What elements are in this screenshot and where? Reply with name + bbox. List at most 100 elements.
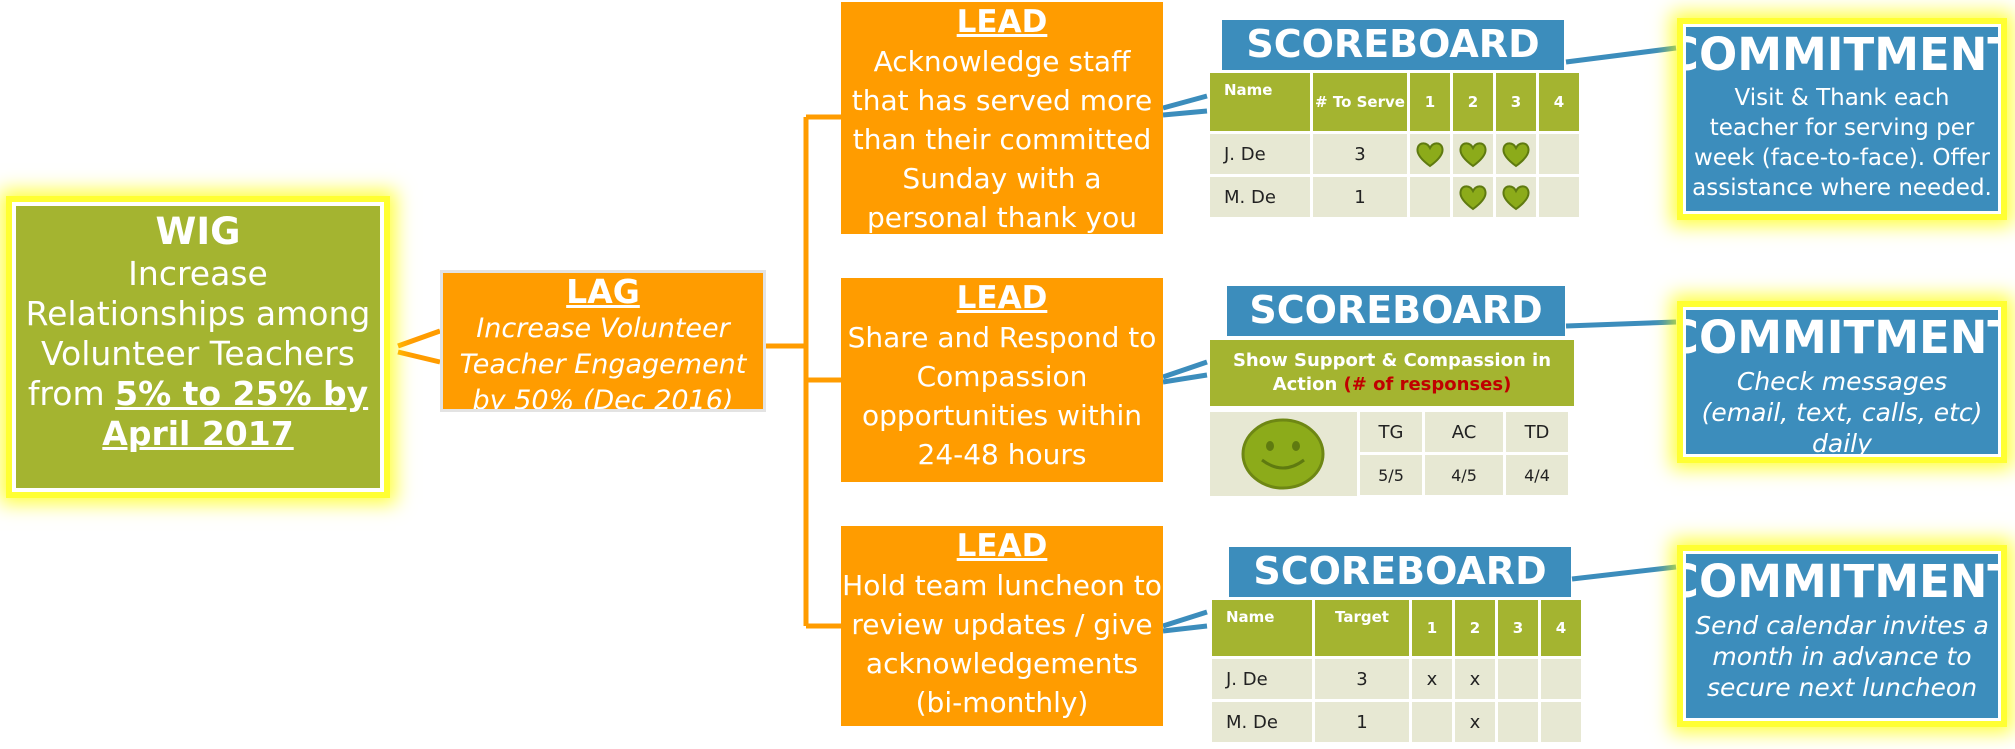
commitment-text: Visit & Thank each teacher for serving p… [1692, 85, 1992, 201]
lag-box: LAG Increase Volunteer Teacher Engagemen… [440, 270, 766, 412]
mark-cell [1453, 177, 1493, 217]
lag-text: Increase Volunteer Teacher Engagement by… [459, 313, 747, 412]
scoreboard-2-header-highlight: (# of responses) [1343, 374, 1512, 395]
mark-cell [1496, 177, 1536, 217]
column-header: 2 [1453, 73, 1493, 131]
column-header: Name [1212, 600, 1312, 656]
heart-icon [1459, 185, 1487, 211]
lead-text: Share and Respond to Compassion opportun… [847, 321, 1157, 471]
column-header: Name [1210, 73, 1310, 131]
value-cell: 5/5 [1360, 455, 1422, 495]
mark-cell [1496, 134, 1536, 174]
lead-text: Acknowledge staff that has served more t… [851, 45, 1153, 234]
scoreboard-table-3: Name Target 1 2 3 4 J. De 3 x x M. De 1 … [1209, 597, 1584, 745]
lead2-scoreboard-connector [1162, 372, 1208, 385]
mark-cell [1410, 134, 1450, 174]
column-header: 3 [1496, 73, 1536, 131]
mark-cell [1541, 659, 1581, 699]
lead-title: LEAD [956, 4, 1048, 40]
mark-cell [1453, 134, 1493, 174]
row-name: M. De [1210, 177, 1310, 217]
row-value: 3 [1313, 134, 1407, 174]
mark-cell [1539, 134, 1579, 174]
scoreboard3-commitment-connector [1571, 564, 1677, 582]
mark-cell [1412, 702, 1452, 742]
scoreboard2-commitment-connector [1565, 319, 1677, 329]
smiley-face-icon [1241, 418, 1325, 490]
column-header: 4 [1541, 600, 1581, 656]
table-row: J. De 3 x x [1212, 659, 1581, 699]
lead-text: Hold team luncheon to review updates / g… [842, 569, 1162, 719]
smiley-cell [1210, 412, 1357, 496]
lead1-scoreboard-connector [1162, 108, 1208, 118]
lead-box-1: LEAD Acknowledge staff that has served m… [841, 2, 1163, 234]
heart-icon [1502, 142, 1530, 168]
commitment-title: COMMITMENT [1683, 311, 2001, 364]
mark-cell [1498, 659, 1538, 699]
wig-title: WIG [155, 210, 241, 253]
column-header: 1 [1412, 600, 1452, 656]
wig-text: Increase Relationships among Volunteer T… [16, 254, 380, 454]
wig-lag-connector [397, 328, 441, 349]
commitment-text: Check messages (email, text, calls, etc)… [1701, 367, 1983, 457]
column-header: # To Serve [1313, 73, 1407, 131]
mark-cell: x [1455, 659, 1495, 699]
row-value: 1 [1315, 702, 1409, 742]
row-name: M. De [1212, 702, 1312, 742]
commitment-box-2: COMMITMENT Check messages (email, text, … [1683, 307, 2001, 457]
heart-icon [1459, 142, 1487, 168]
lead3-scoreboard-connector [1162, 609, 1208, 629]
lead1-scoreboard-connector [1162, 93, 1208, 111]
row-value: 1 [1313, 177, 1407, 217]
row-name: J. De [1210, 134, 1310, 174]
column-header: AC [1425, 412, 1503, 452]
scoreboard-table-2: TG AC TD 5/5 4/5 4/4 [1357, 409, 1571, 498]
wig-box: WIG Increase Relationships among Volunte… [12, 202, 384, 492]
scoreboard-title-2: SCOREBOARD [1227, 286, 1565, 336]
mark-cell [1539, 177, 1579, 217]
value-cell: 4/4 [1506, 455, 1568, 495]
column-header: 1 [1410, 73, 1450, 131]
scoreboard-2-header: Show Support & Compassion in Action (# o… [1210, 340, 1574, 406]
column-header: TD [1506, 412, 1568, 452]
wig-text-main: Increase Relationships among Volunteer T… [25, 254, 371, 413]
mark-cell [1498, 702, 1538, 742]
scoreboard1-commitment-connector [1565, 45, 1677, 65]
lead3-scoreboard-connector [1162, 623, 1208, 634]
table-row: 5/5 4/5 4/4 [1360, 455, 1568, 495]
scoreboard-table-1: Name # To Serve 1 2 3 4 J. De 3 M. De 1 [1207, 70, 1582, 220]
mark-cell: x [1412, 659, 1452, 699]
wig-text-emphasis: 5% to 25% by April 2017 [102, 374, 369, 453]
commitment-box-3: COMMITMENT Send calendar invites a month… [1683, 551, 2001, 721]
scoreboard-2-header-text: Show Support & Compassion in Action [1232, 350, 1552, 395]
value-cell: 4/5 [1425, 455, 1503, 495]
lag-title: LAG [566, 272, 640, 311]
lead-title: LEAD [956, 528, 1048, 564]
mark-cell [1410, 177, 1450, 217]
scoreboard-title-3: SCOREBOARD [1229, 547, 1571, 597]
mark-cell: x [1455, 702, 1495, 742]
commitment-title: COMMITMENT [1683, 28, 2001, 81]
table-row: M. De 1 x [1212, 702, 1581, 742]
commitment-text: Send calendar invites a month in advance… [1695, 611, 1989, 702]
lead-box-3: LEAD Hold team luncheon to review update… [841, 526, 1163, 726]
column-header: Target [1315, 600, 1409, 656]
commitment-box-1: COMMITMENT Visit & Thank each teacher fo… [1683, 24, 2001, 214]
heart-icon [1502, 185, 1530, 211]
table-row: J. De 3 [1210, 134, 1579, 174]
mark-cell [1541, 702, 1581, 742]
scoreboard-title-1: SCOREBOARD [1222, 20, 1564, 70]
commitment-title: COMMITMENT [1683, 555, 2001, 608]
lead-title: LEAD [956, 280, 1048, 316]
lead-box-2: LEAD Share and Respond to Compassion opp… [841, 278, 1163, 482]
row-value: 3 [1315, 659, 1409, 699]
row-name: J. De [1212, 659, 1312, 699]
wig-lag-connector [397, 349, 441, 365]
column-header: 3 [1498, 600, 1538, 656]
heart-icon [1416, 142, 1444, 168]
lead2-scoreboard-connector [1162, 359, 1208, 380]
column-header: 4 [1539, 73, 1579, 131]
table-row: M. De 1 [1210, 177, 1579, 217]
column-header: TG [1360, 412, 1422, 452]
column-header: 2 [1455, 600, 1495, 656]
